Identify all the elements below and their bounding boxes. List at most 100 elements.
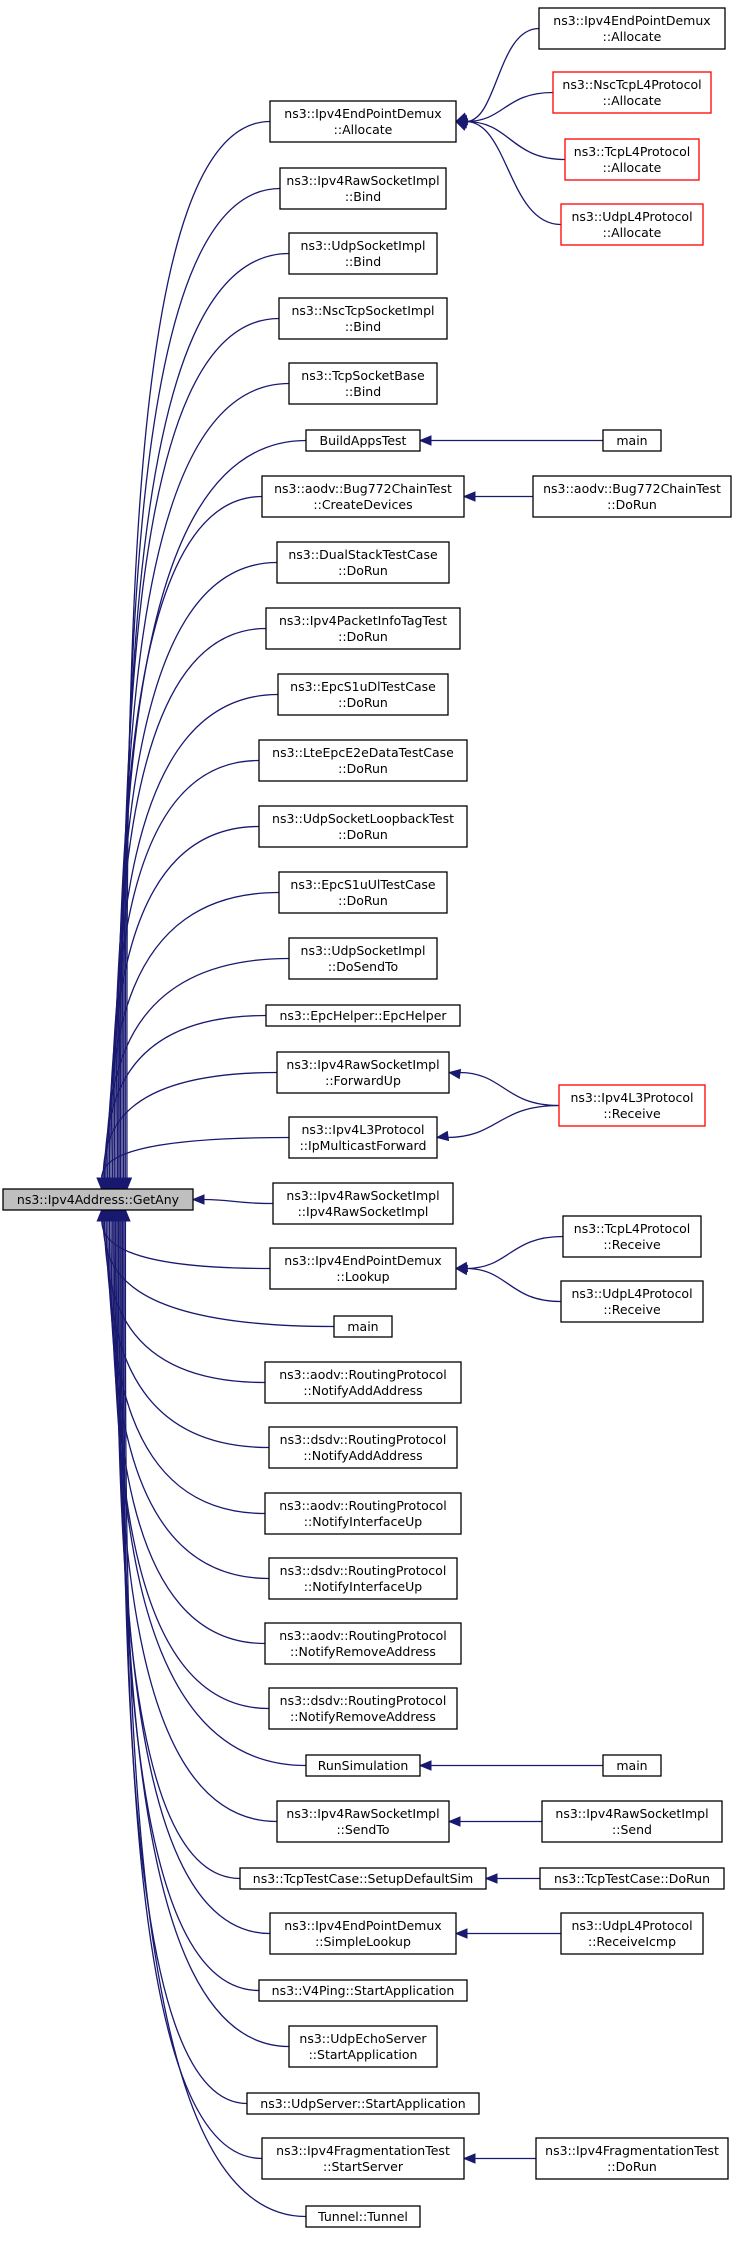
node-tunnel-tunnel-c35[interactable]: Tunnel::Tunnel [305,2205,421,2228]
node-ns3-tcpl4protocol-receive-d8[interactable]: ns3::TcpL4Protocol::Receive [562,1215,702,1258]
node-ns3-ipv4endpointdemux-allocate-c1[interactable]: ns3::Ipv4EndPointDemux::Allocate [269,100,457,143]
node-ns3-ipv4l3protocol-ipmulticastforward-c17[interactable]: ns3::Ipv4L3Protocol::IpMulticastForward [288,1116,438,1159]
node-ns3-udpsocketloopbacktest-dorun-c12[interactable]: ns3::UdpSocketLoopbackTest::DoRun [258,805,468,848]
node-label-line: ::SimpleLookup [315,1934,411,1949]
edge-d9-to-c19 [465,1267,562,1303]
node-ns3-v4ping-startapplication-c31[interactable]: ns3::V4Ping::StartApplication [258,1979,468,2002]
node-ns3-udpserver-startapplication-c33[interactable]: ns3::UdpServer::StartApplication [246,2092,480,2115]
node-ns3-aodv-bug772chaintest-dorun-d6[interactable]: ns3::aodv::Bug772ChainTest::DoRun [532,475,732,518]
node-ns3-ipv4endpointdemux-lookup-c19[interactable]: ns3::Ipv4EndPointDemux::Lookup [269,1247,457,1290]
edge-c2-to-root [124,187,281,1180]
node-label-line: ns3::Ipv4L3Protocol [301,1122,424,1137]
node-main-d10[interactable]: main [602,1754,662,1777]
node-ns3-tcpl4protocol-allocate-d3[interactable]: ns3::TcpL4Protocol::Allocate [564,138,700,181]
node-ns3-tcpsocketbase-bind-c5[interactable]: ns3::TcpSocketBase::Bind [288,362,438,405]
node-main-c20[interactable]: main [333,1315,393,1338]
node-box [288,1116,438,1159]
node-label-line: main [616,433,647,448]
edge-c21-to-root [103,1219,266,1384]
node-box [258,739,468,782]
node-label-line: ::Receive [603,1237,661,1252]
node-box [261,475,465,518]
node-ns3-nsctcpl4protocol-allocate-d2[interactable]: ns3::NscTcpL4Protocol::Allocate [552,71,712,114]
node-box [305,1754,421,1777]
node-ns3-dsdv-routingprotocol-notifyaddaddress-c22[interactable]: ns3::dsdv::RoutingProtocol::NotifyAddAdd… [268,1426,458,1469]
node-ns3-udpechoserver-startapplication-c32[interactable]: ns3::UdpEchoServer::StartApplication [288,2025,438,2068]
node-label-line: ::ReceiveIcmp [588,1934,676,1949]
node-ns3-udpl4protocol-receive-d9[interactable]: ns3::UdpL4Protocol::Receive [560,1280,704,1323]
node-main-d5[interactable]: main [602,429,662,452]
node-ns3-epchelper-epchelper-c15[interactable]: ns3::EpcHelper::EpcHelper [265,1004,461,1027]
node-ns3-udpl4protocol-allocate-d4[interactable]: ns3::UdpL4Protocol::Allocate [560,203,704,246]
node-ns3-nsctcpsocketimpl-bind-c4[interactable]: ns3::NscTcpSocketImpl::Bind [278,297,448,340]
node-label-line: ::DoRun [338,695,388,710]
edge-c33-to-root [121,1219,248,2105]
edge-d2-to-c1 [465,91,554,123]
node-label-line: ns3::EpcHelper::EpcHelper [279,1008,447,1023]
node-label-line: ns3::Ipv4EndPointDemux [284,1253,441,1268]
node-ns3-ipv4fragmentationtest-startserver-c34[interactable]: ns3::Ipv4FragmentationTest::StartServer [261,2137,465,2180]
node-ns3-udpsocketimpl-bind-c3[interactable]: ns3::UdpSocketImpl::Bind [288,232,438,275]
node-ns3-udpl4protocol-receiveicmp-d13[interactable]: ns3::UdpL4Protocol::ReceiveIcmp [560,1912,704,1955]
edge-c5-to-root [119,382,290,1180]
node-ns3-dsdv-routingprotocol-notifyinterfaceup-c24[interactable]: ns3::dsdv::RoutingProtocol::NotifyInterf… [268,1557,458,1600]
node-ns3-ipv4rawsocketimpl-sendto-c28[interactable]: ns3::Ipv4RawSocketImpl::SendTo [276,1800,450,1843]
node-ns3-ipv4rawsocketimpl-bind-c2[interactable]: ns3::Ipv4RawSocketImpl::Bind [279,167,447,210]
node-label-line: ::NotifyInterfaceUp [304,1579,422,1594]
node-box [239,1867,487,1890]
node-runsimulation-c27[interactable]: RunSimulation [305,1754,421,1777]
node-ns3-dsdv-routingprotocol-notifyremoveaddress-c26[interactable]: ns3::dsdv::RoutingProtocol::NotifyRemove… [268,1687,458,1730]
node-ns3-ipv4fragmentationtest-dorun-d14[interactable]: ns3::Ipv4FragmentationTest::DoRun [535,2137,729,2180]
node-label-line: ns3::V4Ping::StartApplication [272,1983,455,1998]
edge-c28-to-root [114,1219,278,1823]
node-ns3-tcptestcase-setupdefaultsim-c29[interactable]: ns3::TcpTestCase::SetupDefaultSim [239,1867,487,1890]
node-label-line: ::DoRun [338,629,388,644]
node-label-line: ns3::Ipv4FragmentationTest [545,2143,719,2158]
node-label-line: ::Receive [603,1302,661,1317]
node-ns3-lteepce2edatatestcase-dorun-c11[interactable]: ns3::LteEpcE2eDataTestCase::DoRun [258,739,468,782]
node-box [279,167,447,210]
node-box [258,805,468,848]
node-box [276,541,450,584]
node-ns3-aodv-routingprotocol-notifyremoveaddress-c25[interactable]: ns3::aodv::RoutingProtocol::NotifyRemove… [264,1622,462,1665]
edge-c16-to-root [102,1071,278,1180]
arrow-c35-root [120,1208,131,1222]
node-label-line: ::Allocate [334,122,393,137]
node-ns3-ipv4endpointdemux-allocate-d1[interactable]: ns3::Ipv4EndPointDemux::Allocate [538,7,726,50]
node-label-line: ns3::UdpEchoServer [299,2031,427,2046]
node-box [268,1687,458,1730]
node-label-line: ::Bind [345,319,381,334]
node-ns3-ipv4packetinfotagtest-dorun-c9[interactable]: ns3::Ipv4PacketInfoTagTest::DoRun [265,607,461,650]
node-label-line: ns3::dsdv::RoutingProtocol [280,1563,447,1578]
edge-d1-to-c1 [465,27,540,123]
node-ns3-epcs1udltestcase-dorun-c10[interactable]: ns3::EpcS1uDlTestCase::DoRun [277,673,449,716]
node-label-line: ::DoSendTo [328,959,398,974]
node-label-line: ns3::Ipv4RawSocketImpl [555,1806,708,1821]
node-box [277,673,449,716]
node-box [562,1215,702,1258]
node-box [602,429,662,452]
node-ns3-ipv4endpointdemux-simplelookup-c30[interactable]: ns3::Ipv4EndPointDemux::SimpleLookup [269,1912,457,1955]
node-ns3-ipv4rawsocketimpl-ipv4rawsocketimpl-c18[interactable]: ns3::Ipv4RawSocketImpl::Ipv4RawSocketImp… [272,1182,454,1225]
node-box [541,1800,723,1843]
node-ns3-aodv-routingprotocol-notifyinterfaceup-c23[interactable]: ns3::aodv::RoutingProtocol::NotifyInterf… [264,1492,462,1535]
node-box [535,2137,729,2180]
node-ns3-ipv4address-getany-root[interactable]: ns3::Ipv4Address::GetAny [2,1188,194,1211]
node-ns3-udpsocketimpl-dosendto-c14[interactable]: ns3::UdpSocketImpl::DoSendTo [288,937,438,980]
node-box [333,1315,393,1338]
node-label-line: ns3::TcpL4Protocol [574,144,690,159]
node-buildappstest-c6[interactable]: BuildAppsTest [305,429,421,452]
node-ns3-aodv-bug772chaintest-createdevices-c7[interactable]: ns3::aodv::Bug772ChainTest::CreateDevice… [261,475,465,518]
node-ns3-ipv4rawsocketimpl-forwardup-c16[interactable]: ns3::Ipv4RawSocketImpl::ForwardUp [276,1051,450,1094]
node-ns3-ipv4l3protocol-receive-d7[interactable]: ns3::Ipv4L3Protocol::Receive [558,1084,706,1127]
node-ns3-ipv4rawsocketimpl-send-d11[interactable]: ns3::Ipv4RawSocketImpl::Send [541,1800,723,1843]
node-ns3-epcs1uultestcase-dorun-c13[interactable]: ns3::EpcS1uUlTestCase::DoRun [278,871,448,914]
node-ns3-aodv-routingprotocol-notifyaddaddress-c21[interactable]: ns3::aodv::RoutingProtocol::NotifyAddAdd… [264,1361,462,1404]
edge-c32-to-root [120,1219,290,2048]
node-label-line: ::DoRun [338,563,388,578]
node-label-line: ns3::UdpL4Protocol [571,209,692,224]
node-ns3-tcptestcase-dorun-d12[interactable]: ns3::TcpTestCase::DoRun [539,1867,725,1890]
node-box [560,1280,704,1323]
node-box [288,2025,438,2068]
node-ns3-dualstacktestcase-dorun-c8[interactable]: ns3::DualStackTestCase::DoRun [276,541,450,584]
